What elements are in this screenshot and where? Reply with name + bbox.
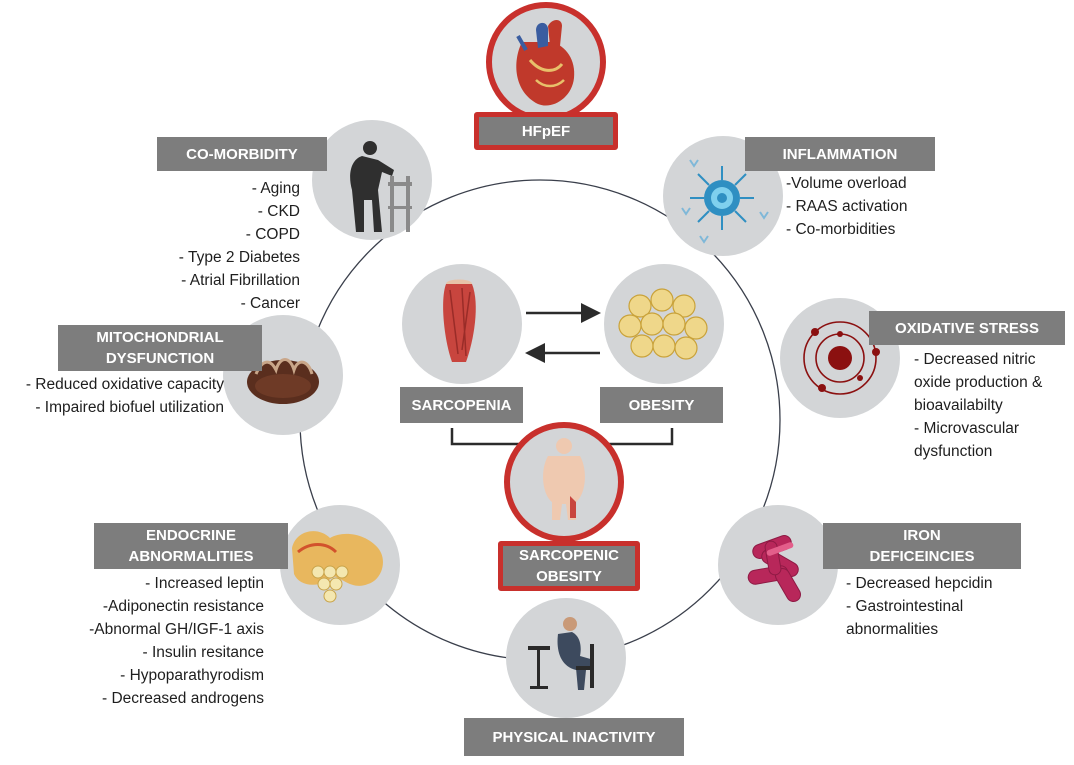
- list-item: - Decreased androgens: [102, 690, 264, 707]
- iron-title-box: IRON DEFICEINCIES: [823, 523, 1021, 569]
- obese-person-icon: [543, 438, 585, 520]
- list-item: - COPD: [245, 226, 300, 243]
- list-item: -Volume overload: [786, 175, 907, 192]
- list-item: - Co-morbidities: [786, 221, 896, 238]
- sarcopenic-obesity-line: SARCOPENIC: [518, 547, 619, 564]
- red-blood-cells-icon: [747, 535, 801, 603]
- list-item: abnormalities: [846, 621, 939, 638]
- mitochondrial-title-line: MITOCHONDRIAL: [96, 329, 224, 346]
- obesity-label: OBESITY: [628, 396, 695, 414]
- list-item: - Increased leptin: [145, 575, 264, 592]
- list-item: - RAAS activation: [786, 198, 908, 215]
- list-item: - Gastrointestinal: [846, 598, 964, 615]
- inflammation-list: -Volume overload - RAAS activation - Co-…: [786, 172, 986, 241]
- oxidative-title: OXIDATIVE STRESS: [895, 319, 1039, 337]
- list-item: - Aging: [251, 180, 300, 197]
- free-radical-icon: [803, 321, 880, 395]
- endocrine-circle: [280, 505, 400, 625]
- list-item: -Abnormal GH/IGF-1 axis: [89, 621, 264, 638]
- elderly-walker-icon: [350, 141, 412, 232]
- sarcopenia-label: SARCOPENIA: [411, 396, 512, 414]
- fat-cells-icon: [618, 288, 708, 360]
- heart-node: [486, 2, 606, 122]
- list-item: - CKD: [257, 203, 300, 220]
- list-item: - Atrial Fibrillation: [181, 272, 300, 289]
- oxidative-list: - Decreased nitric oxide production & bi…: [914, 348, 1064, 463]
- mitochondria-icon: [247, 358, 319, 404]
- inflammation-title-box: INFLAMMATION: [745, 137, 935, 171]
- inflammation-title: INFLAMMATION: [782, 145, 898, 163]
- endocrine-title-box: ENDOCRINE ABNORMALITIES: [94, 523, 288, 569]
- iron-title-line: IRON: [903, 527, 941, 544]
- list-item: - Decreased nitric: [914, 351, 1036, 368]
- list-item: oxide production &: [914, 374, 1043, 391]
- obesity-label-box: OBESITY: [600, 387, 723, 423]
- list-item: - Insulin resitance: [142, 644, 264, 661]
- oxidative-title-box: OXIDATIVE STRESS: [869, 311, 1065, 345]
- iron-list: - Decreased hepcidin - Gastrointestinal …: [846, 572, 1046, 641]
- sarcopenic-obesity-node: [504, 422, 624, 542]
- comorbidity-title: CO-MORBIDITY: [186, 145, 298, 163]
- obesity-circle: [604, 264, 724, 384]
- endocrine-list: - Increased leptin -Adiponectin resistan…: [60, 572, 264, 710]
- hfpef-text: HFpEF: [521, 122, 571, 140]
- comorbidity-circle: [312, 120, 432, 240]
- endocrine-title-line: ENDOCRINE: [145, 527, 236, 544]
- pancreas-icon: [292, 531, 383, 603]
- iron-circle: [718, 505, 838, 625]
- list-item: - Reduced oxidative capacity: [25, 376, 224, 393]
- list-item: - Hypoparathyrodism: [120, 667, 264, 684]
- inactivity-title: PHYSICAL INACTIVITY: [492, 728, 656, 746]
- seated-person-icon: [528, 617, 594, 690]
- inactivity-title-box: PHYSICAL INACTIVITY: [464, 718, 684, 756]
- list-item: - Type 2 Diabetes: [178, 249, 300, 266]
- sarcopenia-circle: [402, 264, 522, 384]
- muscle-icon: [443, 279, 476, 362]
- mitochondrial-title-box: MITOCHONDRIAL DYSFUNCTION: [58, 325, 262, 371]
- list-item: - Microvascular: [914, 420, 1020, 437]
- mitochondrial-list: - Reduced oxidative capacity - Impaired …: [0, 373, 224, 419]
- sarcopenic-obesity-label: SARCOPENIC OBESITY: [498, 541, 640, 591]
- list-item: - Decreased hepcidin: [846, 575, 993, 592]
- inactivity-circle: [506, 598, 626, 718]
- heart-icon: [516, 20, 575, 106]
- endocrine-title-line: ABNORMALITIES: [128, 548, 254, 565]
- list-item: - Impaired biofuel utilization: [35, 399, 224, 416]
- comorbidity-list: - Aging - CKD - COPD - Type 2 Diabetes -…: [140, 177, 300, 315]
- list-item: bioavailabilty: [914, 397, 1003, 414]
- hfpef-label: HFpEF: [474, 112, 618, 150]
- sarcopenic-obesity-line: OBESITY: [536, 568, 602, 585]
- list-item: - Cancer: [240, 295, 300, 312]
- comorbidity-title-box: CO-MORBIDITY: [157, 137, 327, 171]
- sarcopenia-label-box: SARCOPENIA: [400, 387, 523, 423]
- iron-title-line: DEFICEINCIES: [869, 548, 975, 565]
- mitochondrial-title-line: DYSFUNCTION: [105, 350, 215, 367]
- list-item: -Adiponectin resistance: [102, 598, 264, 615]
- list-item: dysfunction: [914, 443, 993, 460]
- immune-cell-icon: [681, 159, 769, 244]
- bracket-connector: [450, 428, 674, 446]
